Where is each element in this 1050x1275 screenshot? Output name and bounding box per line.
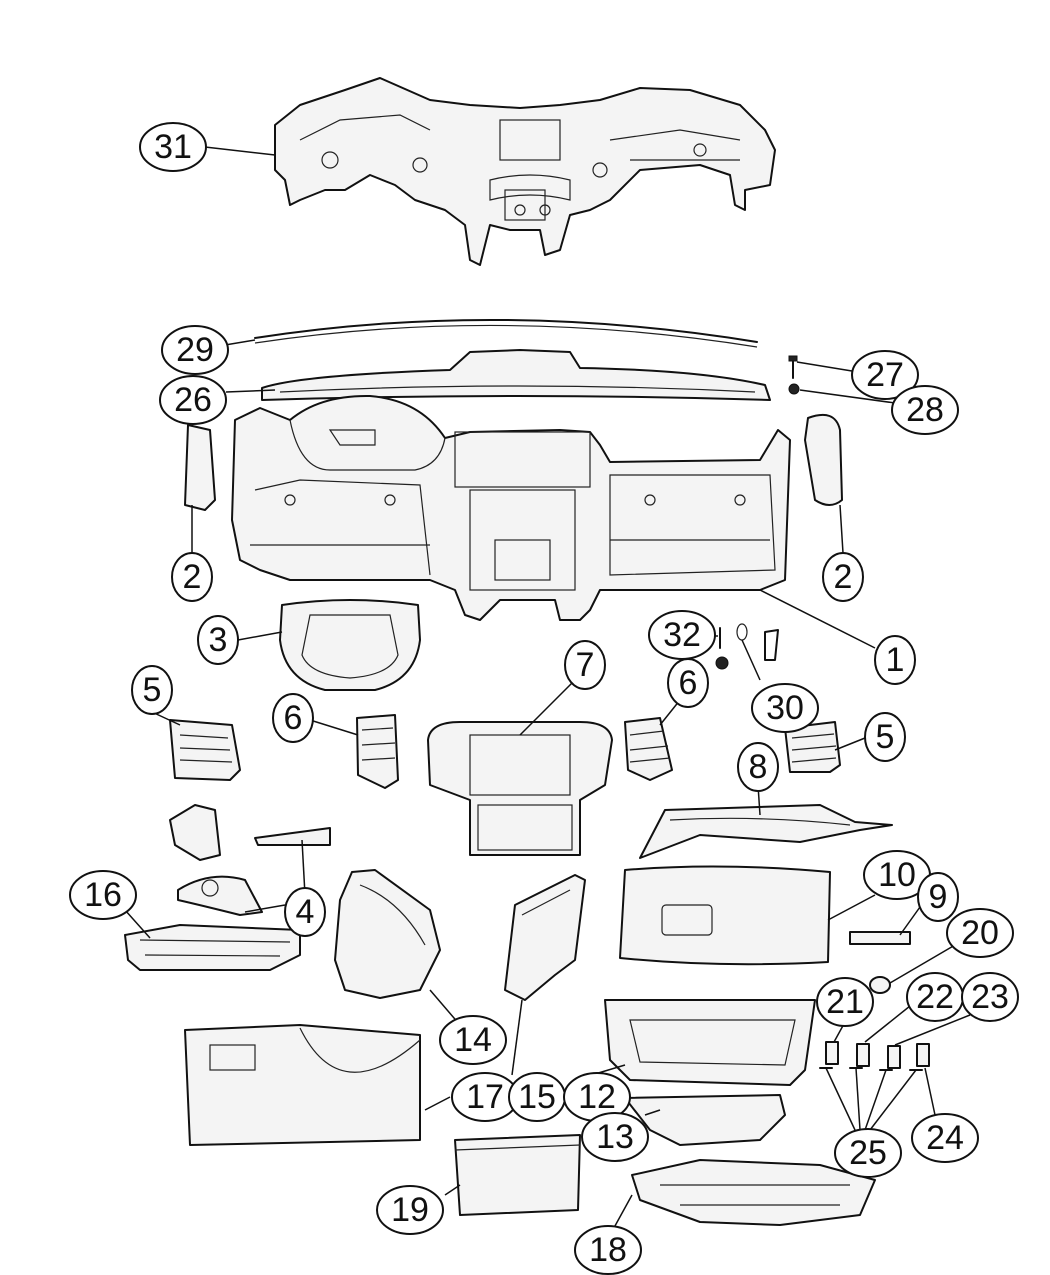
part-1-instrument-panel	[231, 394, 791, 621]
part-10-glove-box-door	[619, 865, 831, 966]
parts-21-25-clips	[819, 1041, 930, 1071]
callout-2-left-label: 2	[183, 558, 202, 596]
callout-25-label: 25	[849, 1134, 887, 1172]
callout-10: 10	[863, 850, 931, 900]
part-5-left-outboard-vent	[169, 719, 241, 781]
part-15-right-console-cover	[504, 874, 586, 1001]
part-29-seal-strip	[254, 318, 758, 348]
callout-16-label: 16	[84, 876, 122, 914]
callout-6-right-label: 6	[679, 664, 698, 702]
callout-8: 8	[737, 742, 779, 792]
callout-5-left-label: 5	[143, 671, 162, 709]
callout-4-label: 4	[296, 893, 315, 931]
callout-31-label: 31	[154, 128, 192, 166]
callout-14-label: 14	[454, 1021, 492, 1059]
callout-12-label: 12	[578, 1078, 616, 1116]
callout-18: 18	[574, 1225, 642, 1275]
callout-2-right: 2	[822, 552, 864, 602]
callout-9: 9	[917, 872, 959, 922]
callout-30: 30	[751, 683, 819, 733]
part-20-damper	[869, 976, 891, 994]
callout-6-right: 6	[667, 658, 709, 708]
callout-25: 25	[834, 1128, 902, 1178]
callout-5-right-label: 5	[876, 718, 895, 756]
callout-13: 13	[581, 1112, 649, 1162]
part-8-passenger-trim	[639, 804, 893, 859]
callout-6-left: 6	[272, 693, 314, 743]
callout-29: 29	[161, 325, 229, 375]
callout-7: 7	[564, 640, 606, 690]
callout-18-label: 18	[589, 1231, 627, 1269]
part-16-knee-bolster	[124, 924, 301, 971]
callout-20-label: 20	[961, 914, 999, 952]
callout-22-label: 22	[916, 978, 954, 1016]
part-26-top-panel	[261, 349, 771, 401]
callout-27-label: 27	[866, 356, 904, 394]
part-5-right-outboard-vent	[784, 721, 841, 773]
part-27-bolt	[788, 355, 798, 379]
part-3-cluster-bezel	[279, 599, 421, 691]
callout-1: 1	[874, 635, 916, 685]
callout-5-right: 5	[864, 712, 906, 762]
part-13-duct	[624, 1094, 786, 1146]
callout-5-left: 5	[131, 665, 173, 715]
part-12-glove-box-bin	[604, 999, 816, 1086]
part-18-duct	[631, 1159, 876, 1226]
part-2-left-end-cap	[184, 424, 216, 511]
callout-17-label: 17	[466, 1078, 504, 1116]
callout-2-left: 2	[171, 552, 213, 602]
callout-16: 16	[69, 870, 137, 920]
callout-20: 20	[946, 908, 1014, 958]
part-6-right-center-vent	[624, 717, 673, 781]
callout-4: 4	[284, 887, 326, 937]
callout-24: 24	[911, 1113, 979, 1163]
callout-32-label: 32	[663, 616, 701, 654]
callout-6-left-label: 6	[284, 699, 303, 737]
callout-31: 31	[139, 122, 207, 172]
callout-2-right-label: 2	[834, 558, 853, 596]
callout-21-label: 21	[826, 983, 864, 1021]
callout-9-label: 9	[929, 878, 948, 916]
callout-28-label: 28	[906, 391, 944, 429]
part-7-center-bezel	[427, 721, 613, 856]
part-9-striker	[849, 931, 911, 945]
part-14-left-console-cover	[334, 869, 441, 999]
callout-24-label: 24	[926, 1119, 964, 1157]
callout-15-label: 15	[518, 1078, 556, 1116]
part-19-storage-bin	[454, 1134, 581, 1216]
callout-13-label: 13	[596, 1118, 634, 1156]
part-31-cross-car-beam	[274, 77, 776, 266]
callout-7-label: 7	[576, 646, 595, 684]
callout-23-label: 23	[971, 978, 1009, 1016]
callout-3-label: 3	[209, 621, 228, 659]
callout-3: 3	[197, 615, 239, 665]
callout-32: 32	[648, 610, 716, 660]
callout-19: 19	[376, 1185, 444, 1235]
callout-21: 21	[816, 977, 874, 1027]
part-4-brackets	[169, 804, 331, 916]
callout-8-label: 8	[749, 748, 768, 786]
callout-19-label: 19	[391, 1191, 429, 1229]
callout-29-label: 29	[176, 331, 214, 369]
callout-17: 17	[451, 1072, 519, 1122]
callout-14: 14	[439, 1015, 507, 1065]
part-32-clip	[715, 627, 729, 670]
callout-28: 28	[891, 385, 959, 435]
callout-26: 26	[159, 375, 227, 425]
callout-22: 22	[906, 972, 964, 1022]
callout-27: 27	[851, 350, 919, 400]
callout-30-label: 30	[766, 689, 804, 727]
callout-1-label: 1	[886, 641, 905, 679]
callout-26-label: 26	[174, 381, 212, 419]
part-28-nut	[788, 383, 800, 395]
part-17-lower-bolster	[184, 1024, 421, 1146]
callout-15: 15	[508, 1072, 566, 1122]
part-6-left-center-vent	[356, 714, 399, 789]
part-2-right-end-cap	[804, 414, 843, 506]
callout-10-label: 10	[878, 856, 916, 894]
callout-23: 23	[961, 972, 1019, 1022]
